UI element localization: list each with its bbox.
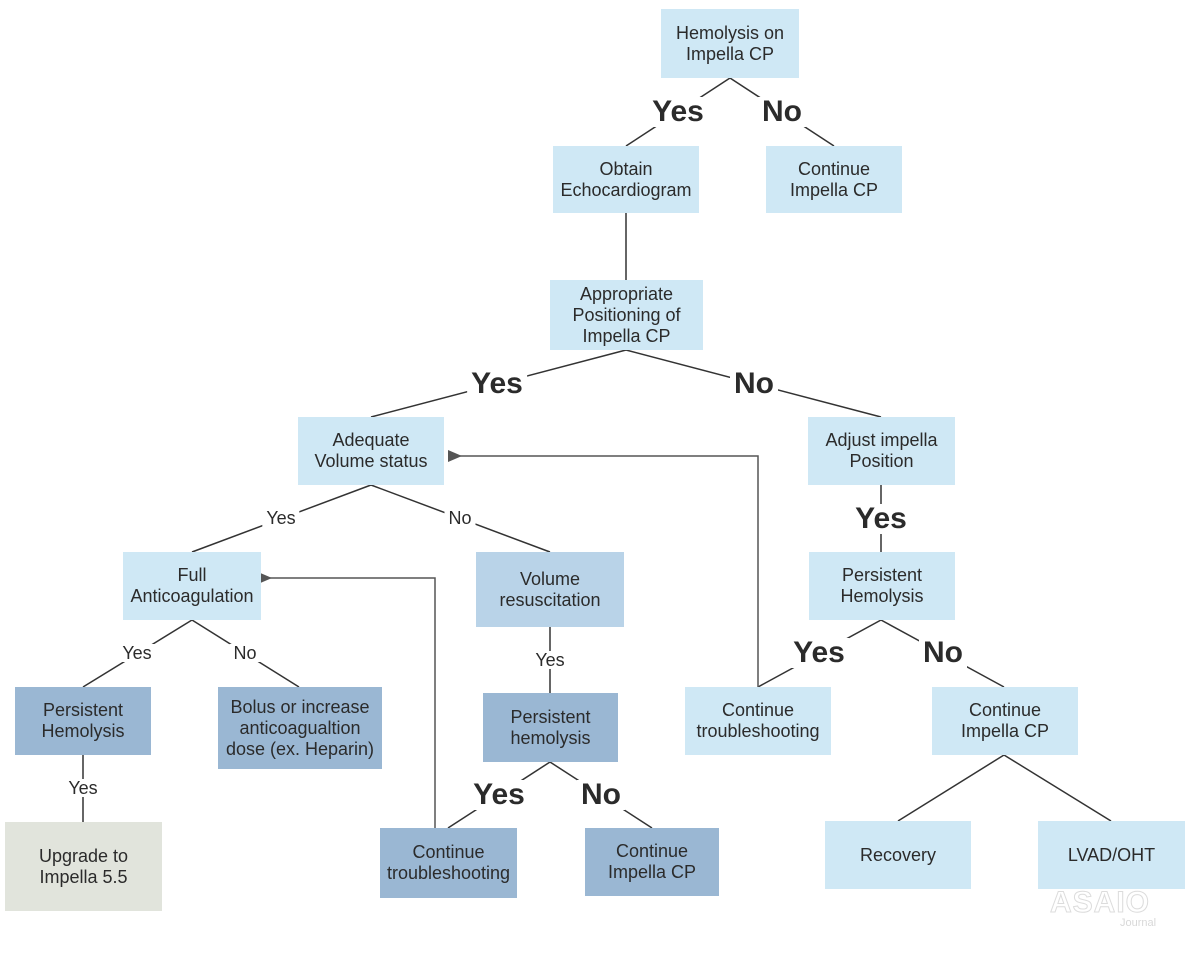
loop-arrow-troubleshoot-to-volume bbox=[448, 450, 759, 687]
label-root-yes: Yes bbox=[648, 97, 708, 127]
node-persistent-hemolysis-left: Persistent Hemolysis bbox=[15, 687, 151, 755]
node-persistent-hemolysis-right: Persistent Hemolysis bbox=[809, 552, 955, 620]
node-bolus-increase-anticoagulation: Bolus or increase anticoagualtion dose (… bbox=[218, 687, 382, 769]
label-anticoag-yes: Yes bbox=[118, 644, 156, 662]
label-anticoag-no: No bbox=[229, 644, 261, 662]
node-hemolysis-on-impella: Hemolysis on Impella CP bbox=[661, 9, 799, 78]
label-resus-yes: Yes bbox=[531, 651, 569, 669]
node-persistent-hemolysis-mid: Persistent hemolysis bbox=[483, 693, 618, 762]
node-adjust-impella-position: Adjust impella Position bbox=[808, 417, 955, 485]
watermark-journal-text: Journal bbox=[1120, 917, 1157, 929]
edge-continue-recovery bbox=[897, 754, 1005, 822]
node-adequate-volume-status: Adequate Volume status bbox=[298, 417, 444, 485]
label-persist-right-no: No bbox=[919, 638, 967, 668]
node-upgrade-impella-55: Upgrade to Impella 5.5 bbox=[5, 822, 162, 911]
label-persist-mid-yes: Yes bbox=[469, 780, 529, 810]
node-continue-troubleshooting-mid: Continue troubleshooting bbox=[380, 828, 517, 898]
node-appropriate-positioning: Appropriate Positioning of Impella CP bbox=[550, 280, 703, 350]
node-continue-impella-top: Continue Impella CP bbox=[766, 146, 902, 213]
node-lvad-oht: LVAD/OHT bbox=[1038, 821, 1185, 889]
node-recovery: Recovery bbox=[825, 821, 971, 889]
node-continue-impella-right: Continue Impella CP bbox=[932, 687, 1078, 755]
node-full-anticoagulation: Full Anticoagulation bbox=[123, 552, 261, 620]
node-continue-impella-mid: Continue Impella CP bbox=[585, 828, 719, 896]
label-positioning-no: No bbox=[730, 369, 778, 399]
label-positioning-yes: Yes bbox=[467, 369, 527, 399]
label-volume-no: No bbox=[444, 509, 476, 527]
node-volume-resuscitation: Volume resuscitation bbox=[476, 552, 624, 627]
node-obtain-echocardiogram: Obtain Echocardiogram bbox=[553, 146, 699, 213]
label-root-no: No bbox=[758, 97, 806, 127]
watermark-asaio-logo: ASAIO bbox=[1050, 886, 1151, 919]
node-continue-troubleshooting-right: Continue troubleshooting bbox=[685, 687, 831, 755]
label-persist-mid-no: No bbox=[577, 780, 625, 810]
edge-continue-lvad bbox=[1003, 754, 1112, 822]
label-persist-right-yes: Yes bbox=[789, 638, 849, 668]
label-volume-yes: Yes bbox=[262, 509, 300, 527]
loop-arrow-troubleshoot-to-anticoag bbox=[258, 572, 436, 828]
label-adjust-yes: Yes bbox=[851, 504, 911, 534]
label-persist-left-yes: Yes bbox=[64, 779, 102, 797]
